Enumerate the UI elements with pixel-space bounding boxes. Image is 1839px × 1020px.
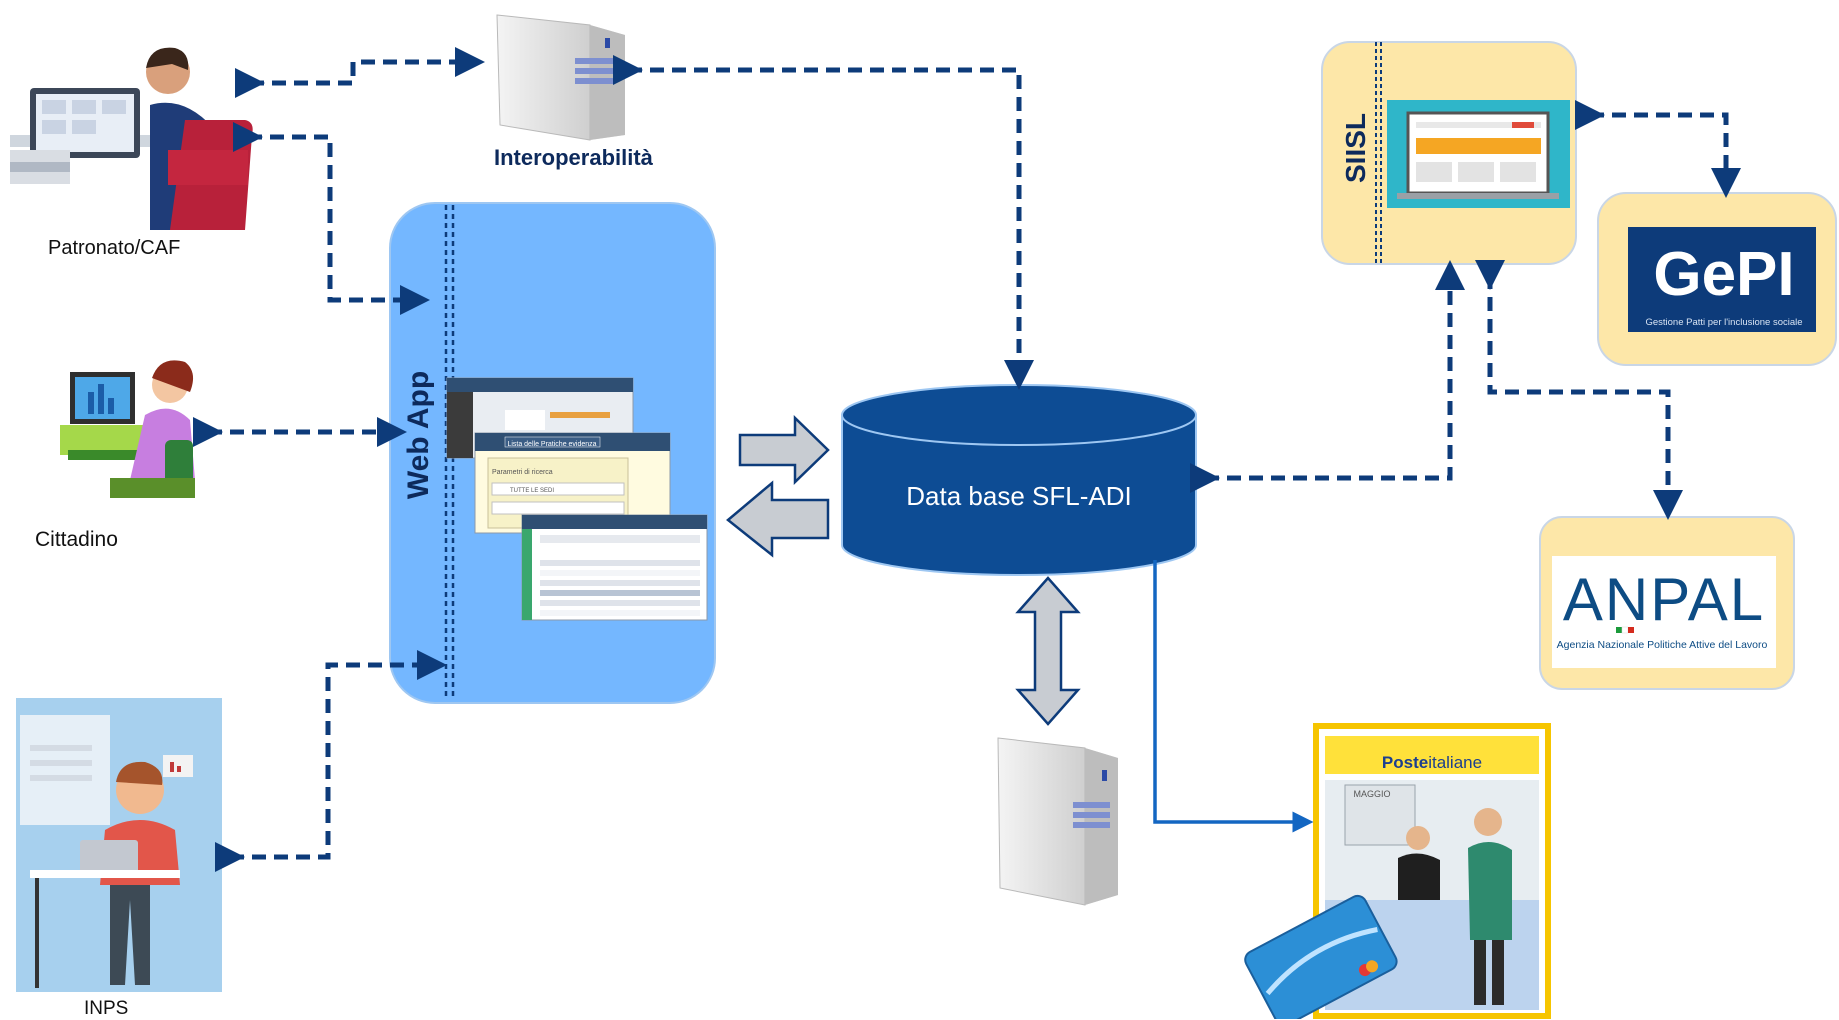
- connector-interop-db: [613, 55, 1034, 390]
- connector-db-poste: [1153, 560, 1314, 833]
- cittadino-label: Cittadino: [35, 528, 118, 551]
- connector-db-siisl: [1190, 260, 1465, 493]
- database-cylinder: [841, 384, 1197, 576]
- payment-card-icon: [1244, 894, 1398, 1019]
- inps-label: INPS: [84, 998, 129, 1019]
- webapp-label: Web App: [402, 371, 435, 499]
- gray-arrow-right: [738, 415, 830, 485]
- db-server-icon: [997, 737, 1118, 906]
- patronato-label: Patronato/CAF: [48, 237, 181, 259]
- anpal-subtitle: Agenzia Nazionale Politiche Attive del L…: [1557, 639, 1768, 651]
- webapp-screen-title: Lista delle Pratiche evidenza: [507, 441, 596, 448]
- database-label: Data base SFL-ADI: [906, 481, 1131, 511]
- anpal-box: [1539, 516, 1795, 690]
- poste-logo: Posteitaliane: [1382, 753, 1482, 772]
- connector-siisl-anpal: [1475, 260, 1683, 520]
- connector-patronato-webapp: [233, 122, 430, 315]
- connector-inps-webapp: [215, 650, 447, 872]
- gray-arrow-vertical: [1015, 576, 1081, 726]
- patronato-illustration: [10, 47, 253, 230]
- siisl-label: SIISL: [1340, 113, 1371, 183]
- inps-illustration: [16, 698, 222, 992]
- poste-box: [1313, 723, 1551, 1019]
- interop-server-icon: [496, 14, 625, 141]
- gepi-logo: GePI: [1653, 240, 1794, 309]
- cittadino-illustration: [60, 360, 195, 498]
- webapp-screen-search: Parametri di ricerca: [492, 469, 553, 476]
- webapp-screenshots: [446, 377, 708, 621]
- gepi-subtitle: Gestione Patti per l'inclusione sociale: [1645, 317, 1802, 328]
- poste-logo-bold: Poste: [1382, 753, 1428, 772]
- webapp-screen-select: TUTTE LE SEDI: [510, 488, 554, 494]
- gray-arrow-left: [726, 480, 830, 558]
- connector-siisl-gepi: [1575, 100, 1741, 198]
- anpal-logo: ANPAL: [1563, 566, 1765, 633]
- poste-logo-regular: italiane: [1428, 753, 1482, 772]
- interop-label: Interoperabilità: [494, 145, 653, 170]
- poste-sign: MAGGIO: [1353, 789, 1390, 799]
- connector-patronato-interop: [235, 47, 485, 98]
